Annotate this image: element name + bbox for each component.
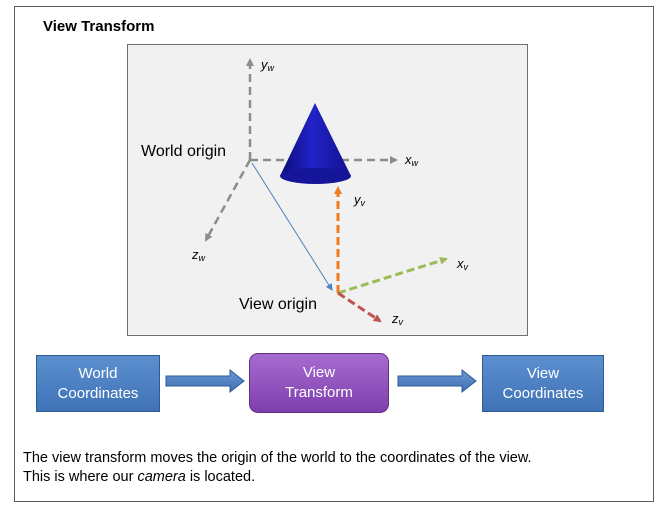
- view-coordinates-box: View Coordinates: [482, 355, 604, 412]
- cone-object: [280, 103, 351, 184]
- caption-line2: This is where our camera is located.: [23, 469, 256, 485]
- yw-axis-label: yw: [261, 57, 274, 73]
- view-coordinates-line2: Coordinates: [502, 384, 584, 402]
- view-coordinates-line1: View: [526, 364, 560, 382]
- flow-arrow-2: [397, 368, 477, 394]
- view-transform-line2: Transform: [285, 384, 353, 401]
- view-x-axis: [337, 256, 448, 295]
- zv-axis-label: zv: [392, 311, 403, 327]
- origin-connector-line: [251, 162, 333, 291]
- caption-text: The view transform moves the origin of t…: [23, 449, 532, 487]
- slide-title: View Transform: [43, 18, 155, 35]
- view-z-axis: [337, 291, 382, 323]
- caption-emphasis: camera: [137, 469, 186, 485]
- world-coordinates-line1: World: [78, 364, 118, 382]
- caption-line1: The view transform moves the origin of t…: [23, 450, 532, 466]
- world-z-axis: [204, 159, 252, 242]
- view-origin-label: View origin: [239, 296, 317, 313]
- xw-axis-label: xw: [405, 152, 418, 168]
- xv-axis-label: xv: [457, 256, 468, 272]
- zw-axis-label: zw: [192, 247, 205, 263]
- view-transform-box: View Transform: [249, 353, 389, 413]
- world-coordinates-box: World Coordinates: [36, 355, 160, 412]
- view-transform-line1: View: [302, 364, 336, 381]
- world-origin-label: World origin: [141, 143, 227, 160]
- flow-arrow-1: [165, 368, 245, 394]
- yv-axis-label: yv: [354, 192, 365, 208]
- world-coordinates-line2: Coordinates: [57, 384, 139, 402]
